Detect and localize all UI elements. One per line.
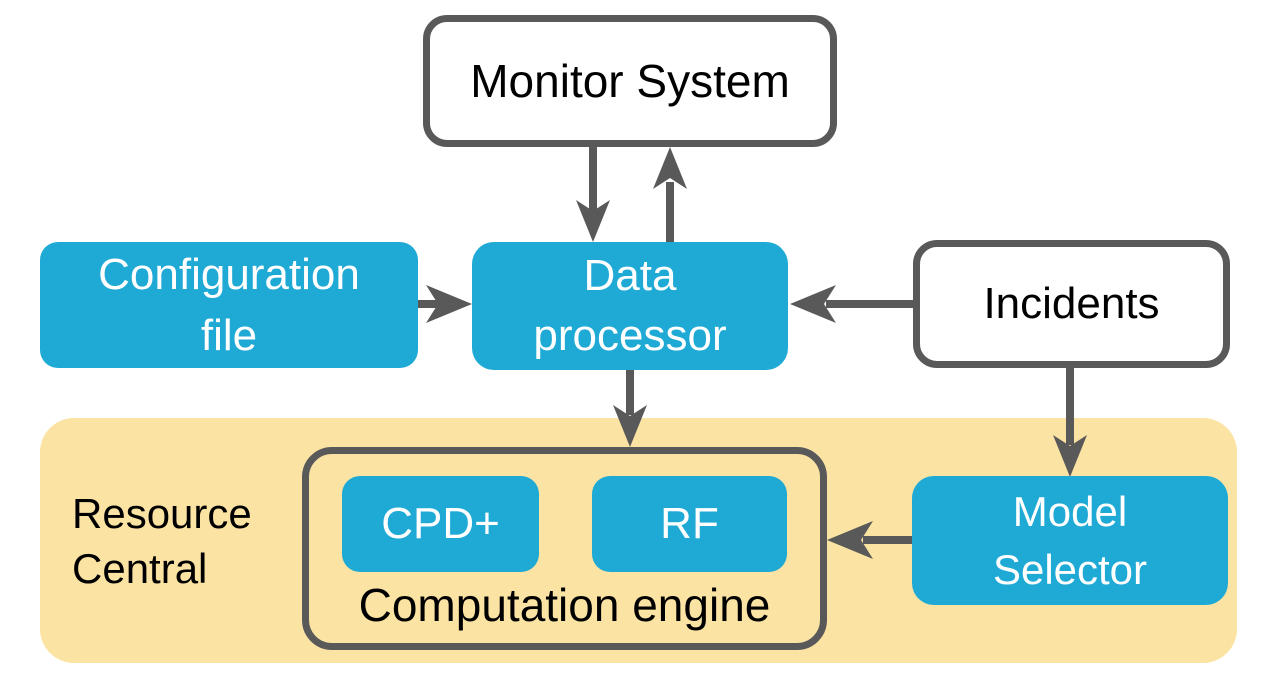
node-data-processor[interactable]: Data processor [472, 242, 788, 370]
resource-central-line1: Resource [72, 489, 252, 537]
rf-label: RF [660, 499, 719, 548]
configuration-file-line1: Configuration [98, 250, 360, 299]
incidents-label: Incidents [983, 279, 1160, 328]
node-configuration-file[interactable]: Configuration file [40, 242, 418, 368]
arrow-data-processor-to-monitor [653, 147, 687, 242]
arrow-config-file-to-data-processor [416, 285, 472, 323]
node-monitor-system[interactable]: Monitor System [423, 15, 837, 147]
cpd-plus-label: CPD+ [381, 499, 500, 548]
node-cpd-plus[interactable]: CPD+ [342, 476, 539, 572]
computation-engine-label: Computation engine [358, 579, 771, 631]
model-selector-line1: Model [1012, 487, 1128, 535]
monitor-system-label: Monitor System [470, 55, 790, 107]
arrow-monitor-to-data-processor [576, 147, 610, 242]
configuration-file-line2: file [200, 311, 258, 360]
data-processor-line1: Data [583, 251, 677, 300]
data-processor-line2: processor [533, 311, 727, 360]
node-incidents[interactable]: Incidents [913, 240, 1230, 368]
model-selector-line2: Selector [992, 545, 1148, 593]
node-model-selector[interactable]: Model Selector [912, 476, 1228, 605]
resource-central-line2: Central [72, 544, 208, 592]
resource-central-label: Resource Central [72, 418, 252, 663]
arrow-incidents-to-data-processor [790, 285, 914, 323]
node-rf[interactable]: RF [592, 476, 787, 572]
node-computation-engine[interactable] [302, 447, 827, 650]
